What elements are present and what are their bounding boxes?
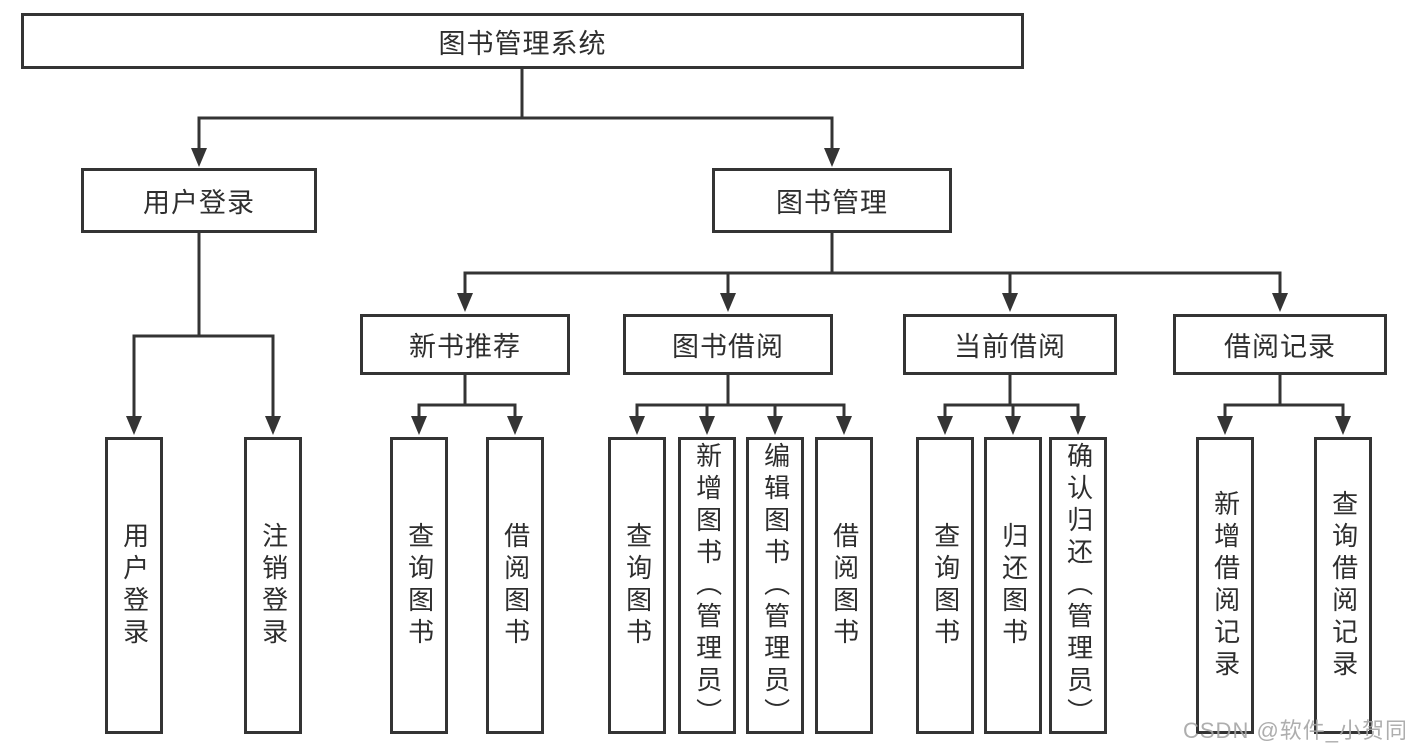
node-leaf-current-query-books: 查询图书 <box>916 437 974 734</box>
connector-current-borrow-children <box>937 373 1086 435</box>
node-book-management-branch: 图书管理 <box>712 168 952 233</box>
node-leaf-record-query: 查询借阅记录 <box>1314 437 1372 734</box>
csdn-watermark: CSDN @软件_小贺同学 <box>1183 718 1405 743</box>
connector-user-login-children <box>126 231 281 435</box>
connector-borrow-record-children <box>1217 373 1351 435</box>
node-borrow-record: 借阅记录 <box>1173 314 1387 375</box>
node-user-login-branch: 用户登录 <box>81 168 317 233</box>
node-leaf-user-login: 用户登录 <box>105 437 163 734</box>
node-leaf-borrow-borrow-books: 借阅图书 <box>815 437 873 734</box>
node-leaf-current-confirm-return-admin: 确认归还（管理员） <box>1049 437 1107 734</box>
node-leaf-current-return-books: 归还图书 <box>984 437 1042 734</box>
node-leaf-newbook-borrow-books: 借阅图书 <box>486 437 544 734</box>
node-current-borrow: 当前借阅 <box>903 314 1117 375</box>
node-leaf-borrow-query-books: 查询图书 <box>608 437 666 734</box>
node-new-book-recommend: 新书推荐 <box>360 314 570 375</box>
node-leaf-record-add: 新增借阅记录 <box>1196 437 1254 734</box>
connector-root-to-level2 <box>191 67 840 167</box>
node-root-system: 图书管理系统 <box>21 13 1024 69</box>
connector-book-mgmt-to-level3 <box>457 231 1288 312</box>
node-leaf-borrow-edit-books-admin: 编辑图书（管理员） <box>746 437 804 734</box>
node-leaf-newbook-query-books: 查询图书 <box>390 437 448 734</box>
node-leaf-borrow-add-books-admin: 新增图书（管理员） <box>678 437 736 734</box>
node-leaf-logout: 注销登录 <box>244 437 302 734</box>
connector-book-borrow-children <box>629 373 852 435</box>
node-book-borrow: 图书借阅 <box>623 314 833 375</box>
connector-new-book-children <box>411 373 523 435</box>
